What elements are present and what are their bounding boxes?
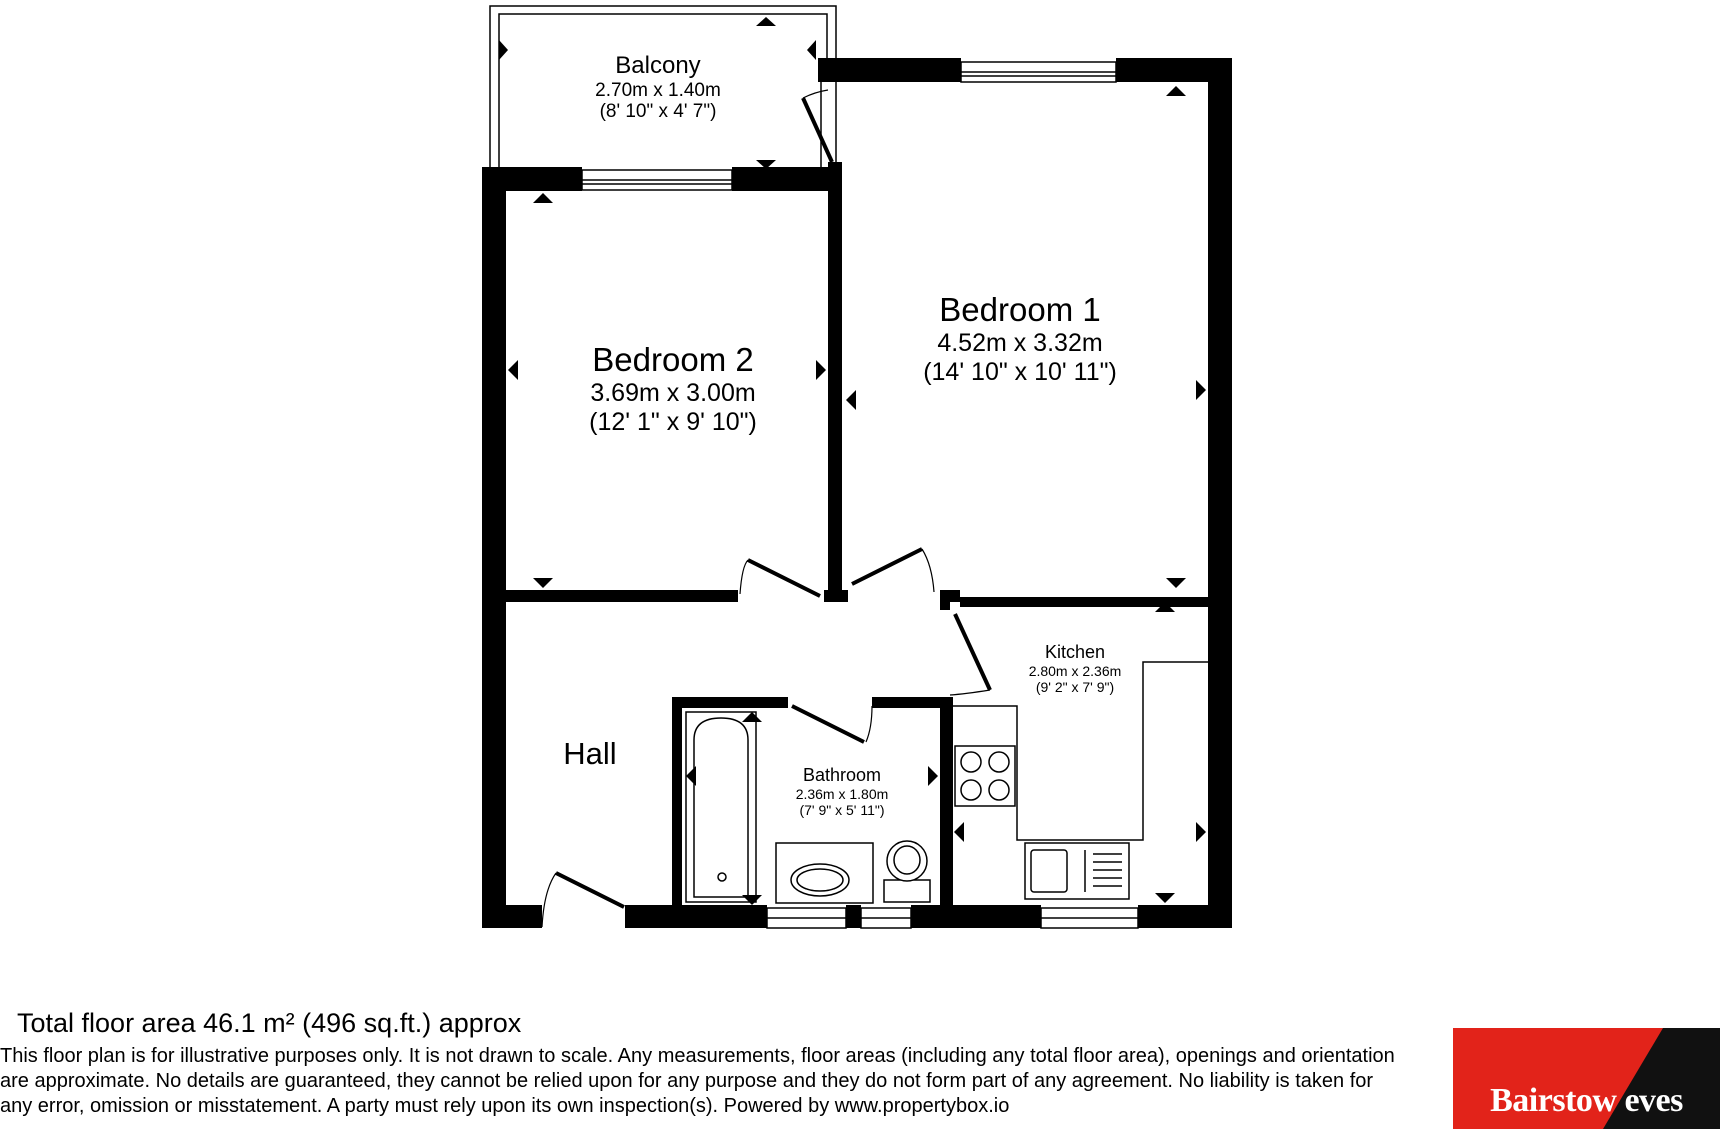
disclaimer: This floor plan is for illustrative purp… xyxy=(0,1045,1395,1117)
washbasin xyxy=(775,842,874,904)
bathroom-fixtures xyxy=(685,711,931,904)
dimension-markers xyxy=(499,17,1206,905)
balcony-metric: 2.70m x 1.40m xyxy=(595,79,721,101)
balcony-label: Balcony 2.70m x 1.40m (8' 10" x 4' 7") xyxy=(568,52,748,123)
toilet xyxy=(883,840,931,903)
entrance-door xyxy=(541,871,625,928)
windows xyxy=(581,61,1139,929)
bedroom2-label: Bedroom 2 3.69m x 3.00m (12' 1" x 9' 10"… xyxy=(533,341,813,436)
bathroom-label: Bathroom 2.36m x 1.80m (7' 9" x 5' 11") xyxy=(767,765,917,818)
logo-background xyxy=(1453,1028,1720,1129)
bathroom-window-1 xyxy=(766,907,847,929)
bathroom-window-2 xyxy=(860,907,912,929)
kitchen-fixtures xyxy=(953,661,1208,900)
bedroom1-imperial: (14' 10" x 10' 11") xyxy=(923,357,1117,386)
bedroom1-metric: 4.52m x 3.32m xyxy=(937,328,1103,357)
bedroom2-metric: 3.69m x 3.00m xyxy=(590,378,756,407)
kitchen-imperial: (9' 2" x 7' 9") xyxy=(1035,678,1115,695)
kitchen-door xyxy=(949,613,992,696)
balcony-door xyxy=(801,89,834,163)
kitchen-name: Kitchen xyxy=(1044,642,1106,662)
bathroom-name: Bathroom xyxy=(802,765,882,785)
balcony-name: Balcony xyxy=(615,52,701,79)
bathroom-metric: 2.36m x 1.80m xyxy=(795,785,889,802)
kitchen-label: Kitchen 2.80m x 2.36m (9' 2" x 7' 9") xyxy=(1000,642,1150,695)
sink xyxy=(1024,842,1130,900)
balcony-imperial: (8' 10" x 4' 7") xyxy=(599,101,717,123)
walls xyxy=(482,58,1232,928)
total-floor-area: Total floor area 46.1 m² (496 sq.ft.) ap… xyxy=(17,1008,522,1038)
bedroom1-name: Bedroom 1 xyxy=(939,291,1101,328)
bedroom2-window xyxy=(581,169,733,191)
bedroom2-door xyxy=(739,558,821,598)
hob xyxy=(954,745,1016,807)
doors xyxy=(541,89,992,928)
bairstow-eves-logo: Bairstow eves xyxy=(1453,1028,1720,1129)
floor-plan xyxy=(482,5,1232,929)
hall-name: Hall xyxy=(563,736,617,771)
kitchen-metric: 2.80m x 2.36m xyxy=(1028,662,1122,679)
bedroom1-door xyxy=(851,547,935,593)
kitchen-counter xyxy=(953,661,1208,841)
bedroom2-imperial: (12' 1" x 9' 10") xyxy=(589,407,757,436)
bedroom2-name: Bedroom 2 xyxy=(592,341,754,378)
kitchen-window xyxy=(1040,907,1139,929)
bathroom-imperial: (7' 9" x 5' 11") xyxy=(799,801,885,818)
bathroom-door xyxy=(791,704,873,744)
hall-label: Hall xyxy=(540,736,640,772)
bathtub xyxy=(685,711,757,903)
bedroom1-window xyxy=(960,61,1117,83)
bedroom1-label: Bedroom 1 4.52m x 3.32m (14' 10" x 10' 1… xyxy=(880,291,1160,386)
logo-text: Bairstow eves xyxy=(1490,1082,1683,1119)
